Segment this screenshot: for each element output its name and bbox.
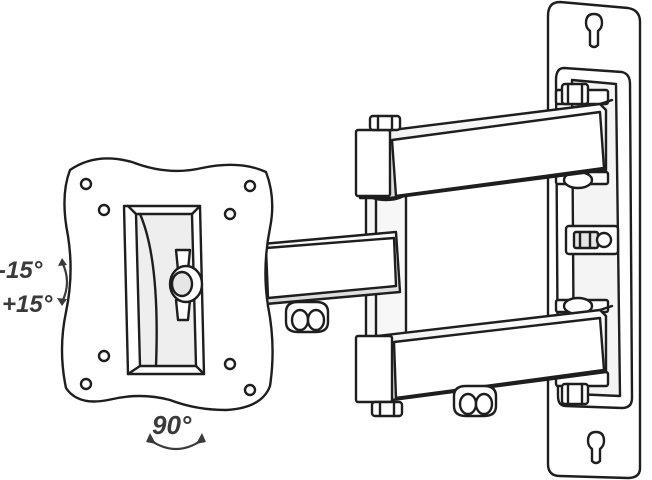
wall-nut-top bbox=[560, 82, 590, 106]
tilt-arrow-icon bbox=[61, 261, 69, 303]
vesa-plate bbox=[60, 157, 274, 412]
bolt-upper-arm bbox=[368, 114, 402, 132]
vesa-hole bbox=[97, 349, 111, 363]
tilt-indicator bbox=[57, 258, 69, 306]
rotation-label: 90° bbox=[152, 410, 192, 440]
vesa-hole bbox=[243, 179, 257, 193]
rotation-indicator bbox=[146, 433, 206, 451]
tilt-knob bbox=[168, 248, 204, 322]
vesa-hole bbox=[223, 207, 237, 221]
tilt-up-label: -15° bbox=[0, 257, 43, 284]
cable-clip-right bbox=[452, 384, 498, 418]
cable-clip-left bbox=[284, 300, 330, 334]
keyhole-slot-bottom bbox=[586, 430, 606, 465]
tilt-down-label: +15° bbox=[2, 291, 53, 318]
wall-plate bbox=[546, 0, 642, 480]
wall-nut-bottom bbox=[560, 382, 590, 406]
center-hinge-pin bbox=[564, 224, 620, 256]
vesa-hole bbox=[243, 383, 257, 397]
rotation-arrow-icon bbox=[149, 439, 203, 451]
keyhole-slot-top bbox=[584, 12, 604, 49]
lower-arm bbox=[354, 304, 614, 418]
vesa-hole bbox=[79, 377, 93, 391]
vesa-hole bbox=[97, 203, 111, 217]
upper-arm bbox=[354, 98, 614, 200]
vesa-hole bbox=[223, 357, 237, 371]
tv-side-arm bbox=[260, 230, 402, 306]
vesa-hole bbox=[79, 177, 93, 191]
bolt-lower-arm bbox=[370, 400, 404, 418]
